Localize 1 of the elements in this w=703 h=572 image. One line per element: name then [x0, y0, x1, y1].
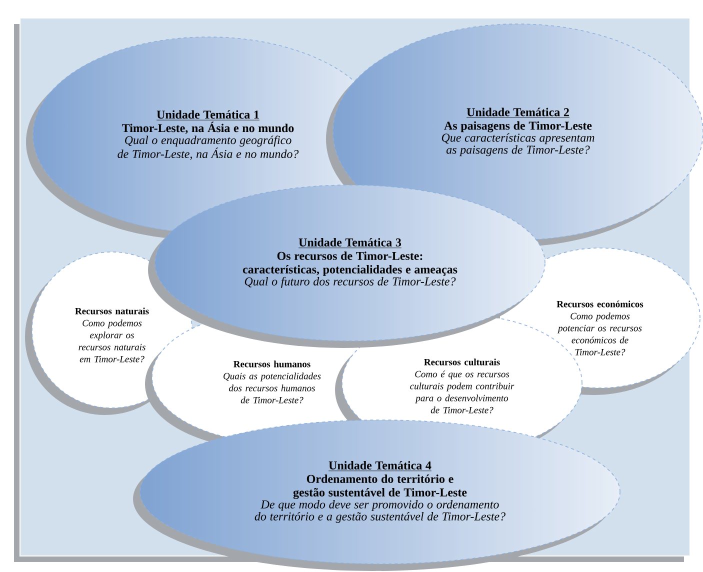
node-label: Recursos económicos — [556, 300, 644, 308]
